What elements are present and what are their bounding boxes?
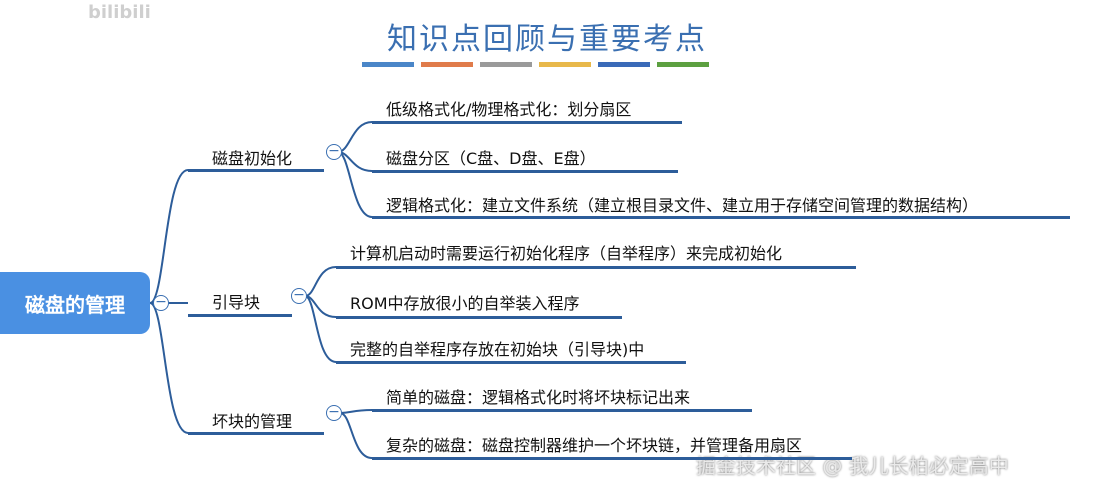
leaf-underline	[336, 316, 622, 319]
leaf-underline	[336, 361, 686, 364]
branch-boot-block[interactable]: 引导块	[212, 293, 261, 312]
title-color-bar	[362, 62, 414, 67]
title-color-bar	[657, 62, 709, 67]
collapse-icon[interactable]: −	[291, 288, 307, 304]
leaf-bootstrap-program[interactable]: 计算机启动时需要运行初始化程序（自举程序）来完成初始化	[350, 244, 783, 263]
leaf-rom-loader[interactable]: ROM中存放很小的自举装入程序	[350, 294, 580, 313]
root-label: 磁盘的管理	[25, 292, 125, 317]
collapse-icon[interactable]: −	[326, 405, 342, 421]
leaf-logical-format[interactable]: 逻辑格式化：建立文件系统（建立根目录文件、建立用于存储空间管理的数据结构）	[386, 196, 979, 215]
leaf-partition[interactable]: 磁盘分区（C盘、D盘、E盘）	[386, 149, 596, 168]
branch-disk-init[interactable]: 磁盘初始化	[212, 149, 293, 168]
leaf-simple-disk[interactable]: 简单的磁盘：逻辑格式化时将坏块标记出来	[386, 388, 691, 407]
leaf-full-bootstrap[interactable]: 完整的自举程序存放在初始块（引导块)中	[350, 340, 645, 359]
leaf-low-level-format[interactable]: 低级格式化/物理格式化：划分扇区	[386, 100, 632, 119]
leaf-underline	[372, 216, 1070, 219]
collapse-icon[interactable]: −	[326, 144, 342, 160]
root-node[interactable]: 磁盘的管理	[0, 272, 150, 334]
title-color-bar	[539, 62, 591, 67]
leaf-underline	[372, 457, 852, 460]
leaf-underline	[372, 170, 678, 173]
page-title: 知识点回顾与重要考点	[387, 22, 707, 57]
leaf-underline	[336, 266, 856, 269]
branch-underline	[188, 432, 324, 435]
title-color-bar	[480, 62, 532, 67]
title-color-bar	[598, 62, 650, 67]
title-color-bar	[421, 62, 473, 67]
leaf-underline	[372, 409, 752, 412]
leaf-complex-disk[interactable]: 复杂的磁盘：磁盘控制器维护一个坏块链，并管理备用扇区	[386, 436, 803, 455]
bilibili-watermark: bilibili	[88, 2, 151, 23]
branch-underline	[188, 169, 324, 172]
branch-underline	[188, 314, 292, 317]
branch-bad-block[interactable]: 坏块的管理	[212, 412, 293, 431]
leaf-underline	[372, 121, 682, 124]
collapse-icon[interactable]: −	[153, 295, 169, 311]
